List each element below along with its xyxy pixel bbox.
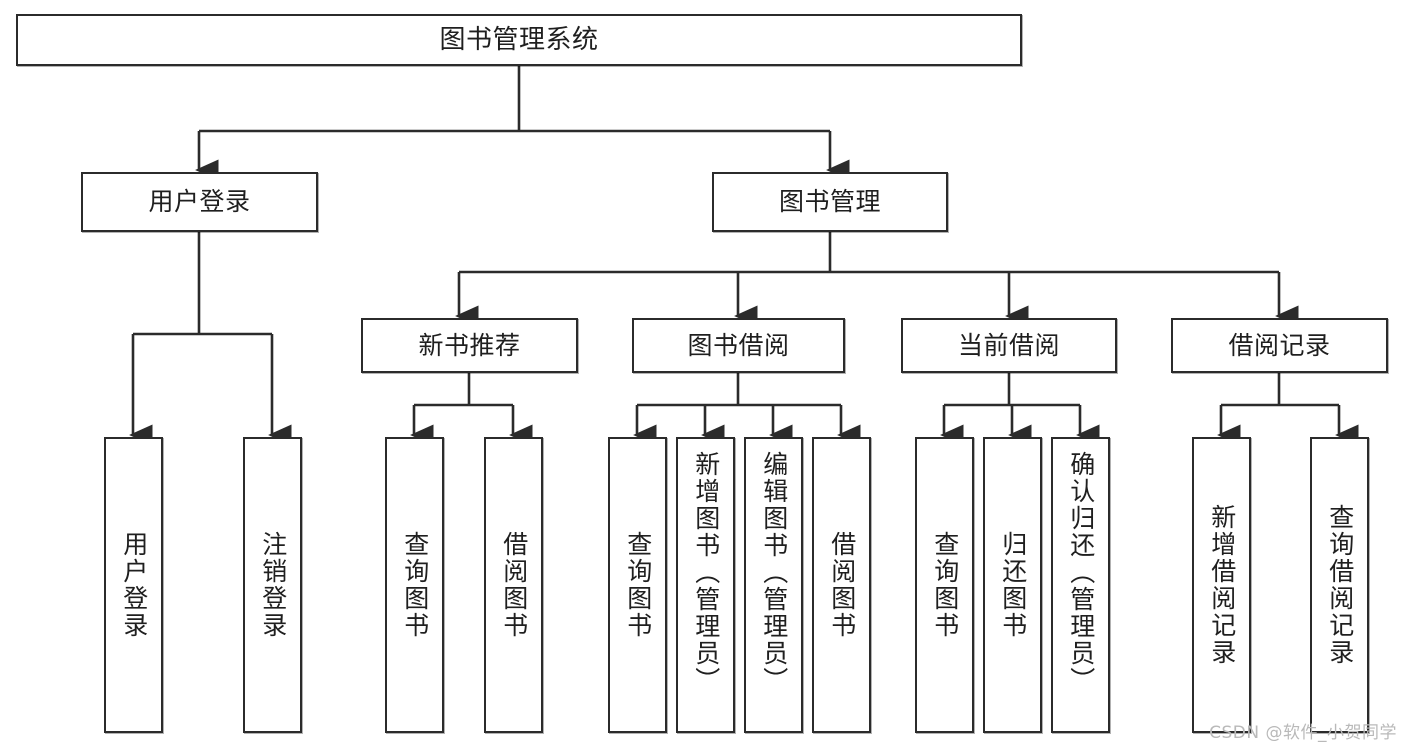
node-root-system[interactable]: 图书管理系统	[16, 14, 1022, 66]
node-leaf-2[interactable]: 查询图书	[385, 437, 444, 733]
node-label: 注销登录	[258, 531, 288, 639]
node-leaf-11[interactable]: 新增借阅记录	[1192, 437, 1251, 733]
node-leaf-7[interactable]: 借阅图书	[812, 437, 871, 733]
node-leaf-8[interactable]: 查询图书	[915, 437, 974, 733]
node-label: 查询图书	[930, 531, 960, 639]
node-label: 查询借阅记录	[1325, 504, 1355, 666]
node-leaf-1[interactable]: 注销登录	[243, 437, 302, 733]
node-label: 编辑图书（管理员）	[759, 451, 789, 694]
node-label: 新书推荐	[418, 330, 521, 360]
watermark-text: CSDN @软件_小贺同学	[1209, 723, 1397, 743]
node-leaf-4[interactable]: 查询图书	[608, 437, 667, 733]
node-label: 新增借阅记录	[1207, 504, 1237, 666]
node-label: 用户登录	[148, 187, 251, 217]
node-label: 借阅记录	[1228, 330, 1331, 360]
node-label: 归还图书	[998, 531, 1028, 639]
node-leaf-12[interactable]: 查询借阅记录	[1310, 437, 1369, 733]
node-level2-3[interactable]: 借阅记录	[1171, 318, 1388, 373]
node-leaf-10[interactable]: 确认归还（管理员）	[1051, 437, 1110, 733]
node-level1-1[interactable]: 图书管理	[712, 172, 948, 232]
node-label: 借阅图书	[827, 531, 857, 639]
node-label: 当前借阅	[957, 330, 1060, 360]
node-label: 新增图书（管理员）	[691, 451, 721, 694]
node-label: 图书管理系统	[439, 24, 599, 55]
node-level2-2[interactable]: 当前借阅	[901, 318, 1117, 373]
node-level1-0[interactable]: 用户登录	[81, 172, 318, 232]
node-label: 图书管理	[778, 187, 881, 217]
node-label: 借阅图书	[499, 531, 529, 639]
node-leaf-3[interactable]: 借阅图书	[484, 437, 543, 733]
node-leaf-9[interactable]: 归还图书	[983, 437, 1042, 733]
node-label: 图书借阅	[687, 330, 790, 360]
node-label: 查询图书	[623, 531, 653, 639]
node-label: 确认归还（管理员）	[1066, 451, 1096, 694]
node-leaf-0[interactable]: 用户登录	[104, 437, 163, 733]
node-label: 用户登录	[119, 531, 149, 639]
node-level2-0[interactable]: 新书推荐	[361, 318, 578, 373]
node-label: 查询图书	[400, 531, 430, 639]
node-level2-1[interactable]: 图书借阅	[632, 318, 845, 373]
node-leaf-6[interactable]: 编辑图书（管理员）	[744, 437, 803, 733]
node-leaf-5[interactable]: 新增图书（管理员）	[676, 437, 735, 733]
